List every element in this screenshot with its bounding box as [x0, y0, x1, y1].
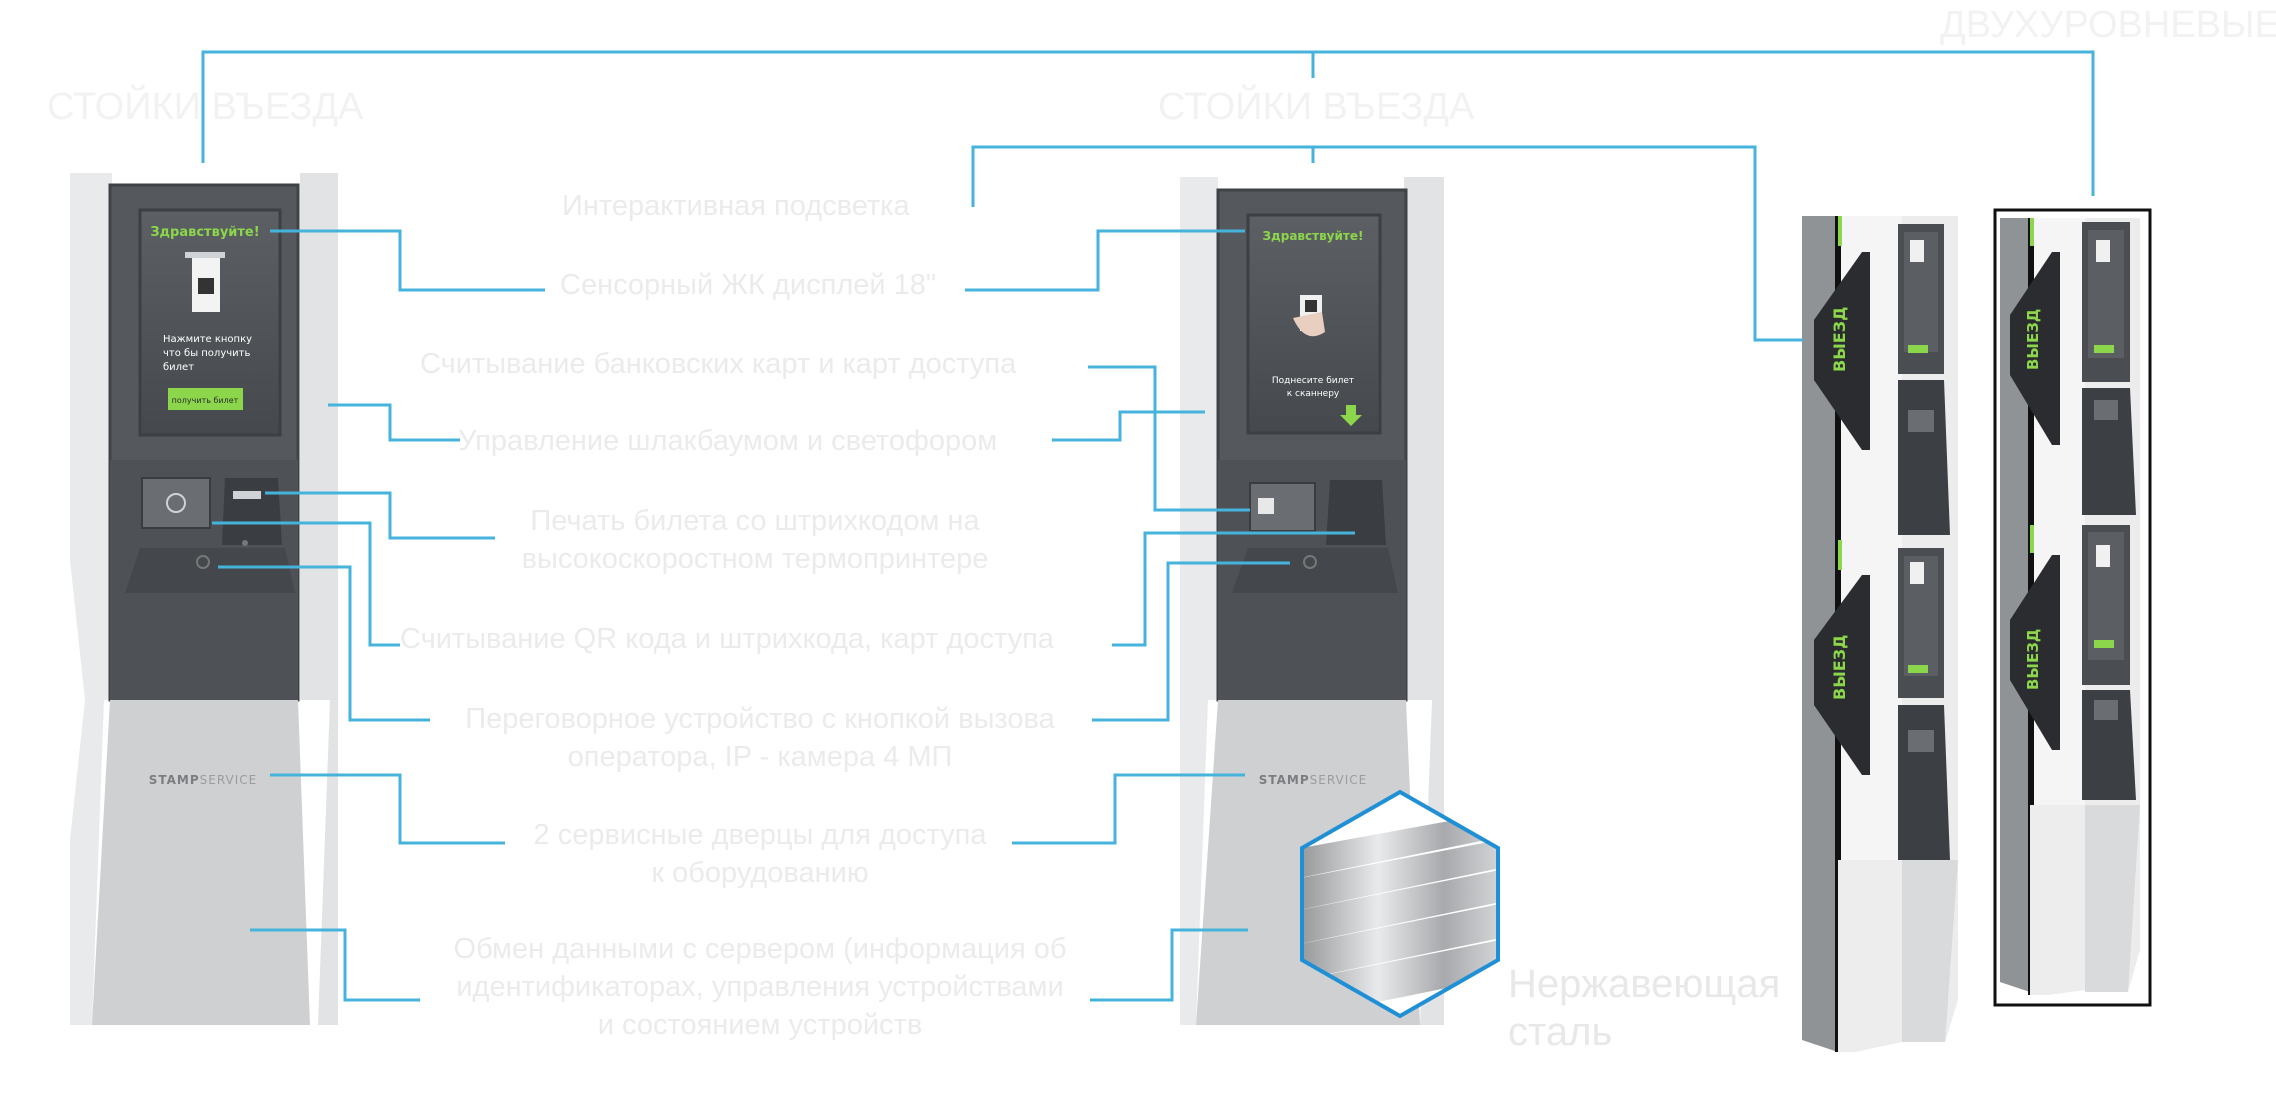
leader-barrier-center	[1052, 410, 1205, 442]
steel-sample	[1300, 789, 1500, 1019]
steel-note-line-2: сталь	[1508, 1010, 1613, 1054]
left-screen-line-2: что бы получить	[163, 348, 250, 359]
label-display: Сенсорный ЖК дисплей 18"	[560, 269, 937, 301]
title-center: СТОЙКИ ВЪЕЗДА	[1158, 86, 1475, 128]
leader-doors-center	[1012, 773, 1245, 845]
label-exchange: Обмен данными с сервером (информация об …	[415, 930, 1105, 1044]
left-brand-logo: STAMPSERVICE	[149, 773, 258, 787]
label-doors: 2 сервисные дверцы для доступа к оборудо…	[500, 816, 1020, 892]
left-screen-line-3: билет	[163, 362, 194, 373]
exit-panel-label-2: ВЫЕЗД	[1830, 635, 1849, 700]
label-qr: Считывание QR кода и штрихкода, карт дос…	[400, 623, 1054, 655]
leader-exchange-center	[1090, 928, 1248, 1002]
leader-qr-center	[1112, 531, 1355, 647]
label-doors-line-2: к оборудованию	[651, 857, 869, 889]
center-brand-logo: STAMPSERVICE	[1259, 773, 1368, 787]
label-backlight: Интерактивная подсветка	[562, 190, 910, 222]
exit-panel-label-3: ВЫЕЗД	[2024, 309, 2042, 370]
left-screen-line-1: Нажмите кнопку	[163, 334, 252, 345]
get-ticket-button: получить билет	[172, 396, 239, 405]
left-kiosk	[70, 173, 338, 1025]
label-doors-line-1: 2 сервисные дверцы для доступа	[533, 819, 987, 851]
connector-lines	[201, 50, 2095, 1002]
leader-cards	[1088, 365, 1250, 512]
intercom-icon	[196, 555, 210, 569]
label-print: Печать билета со штрихкодом на высокоско…	[485, 502, 1025, 578]
double-kiosk-1: ВЫЕЗД ВЫЕЗД	[1802, 216, 1958, 1052]
leader-print	[265, 491, 495, 540]
label-print-line-1: Печать билета со штрихкодом на	[530, 505, 980, 537]
label-cards: Считывание банковских карт и карт доступ…	[420, 348, 1017, 380]
leader-display-center	[965, 229, 1245, 292]
label-barrier: Управление шлакбаумом и светофором	[458, 425, 998, 457]
leader-barrier-left	[328, 403, 460, 442]
title-left: СТОЙКИ ВЪЕЗДА	[47, 86, 364, 128]
leader-intercom-center	[1092, 561, 1290, 722]
label-exchange-line-2: идентификаторах, управления устройствами	[456, 971, 1064, 1003]
leader-display-left	[270, 229, 545, 292]
backlight-bracket	[971, 145, 1803, 342]
steel-note-line-1: Нержавеющая	[1508, 962, 1781, 1006]
exit-panel-label-1: ВЫЕЗД	[1830, 307, 1849, 372]
leader-qr-left	[212, 521, 400, 647]
leader-intercom-left	[218, 565, 430, 722]
top-bracket	[201, 50, 2095, 196]
label-exchange-line-3: и состоянием устройств	[597, 1009, 923, 1041]
title-right: ДВУХУРОВНЕВЫЕ	[1940, 4, 2276, 46]
label-print-line-2: высокоскоростном термопринтере	[521, 543, 989, 575]
double-kiosk-2: ВЫЕЗД ВЫЕЗД	[1993, 208, 2152, 1007]
center-screen-line-1: Поднесите билет	[1272, 376, 1354, 386]
center-screen-line-2: к сканнеру	[1287, 389, 1340, 399]
leader-exchange-left	[250, 928, 420, 1002]
steel-note: Нержавеющая сталь	[1508, 960, 1780, 1056]
center-screen-greeting: Здравствуйте!	[1263, 229, 1364, 243]
label-intercom: Переговорное устройство с кнопкой вызова…	[420, 700, 1100, 776]
label-intercom-line-2: оператора, IP - камера 4 МП	[567, 741, 953, 773]
card-reader	[141, 477, 211, 529]
exit-panel-label-4: ВЫЕЗД	[2024, 629, 2042, 690]
leader-doors-left	[270, 773, 505, 845]
label-intercom-line-1: Переговорное устройство с кнопкой вызова	[465, 703, 1055, 735]
left-screen-greeting: Здравствуйте!	[150, 225, 259, 240]
label-exchange-line-1: Обмен данными с сервером (информация об	[453, 933, 1067, 965]
